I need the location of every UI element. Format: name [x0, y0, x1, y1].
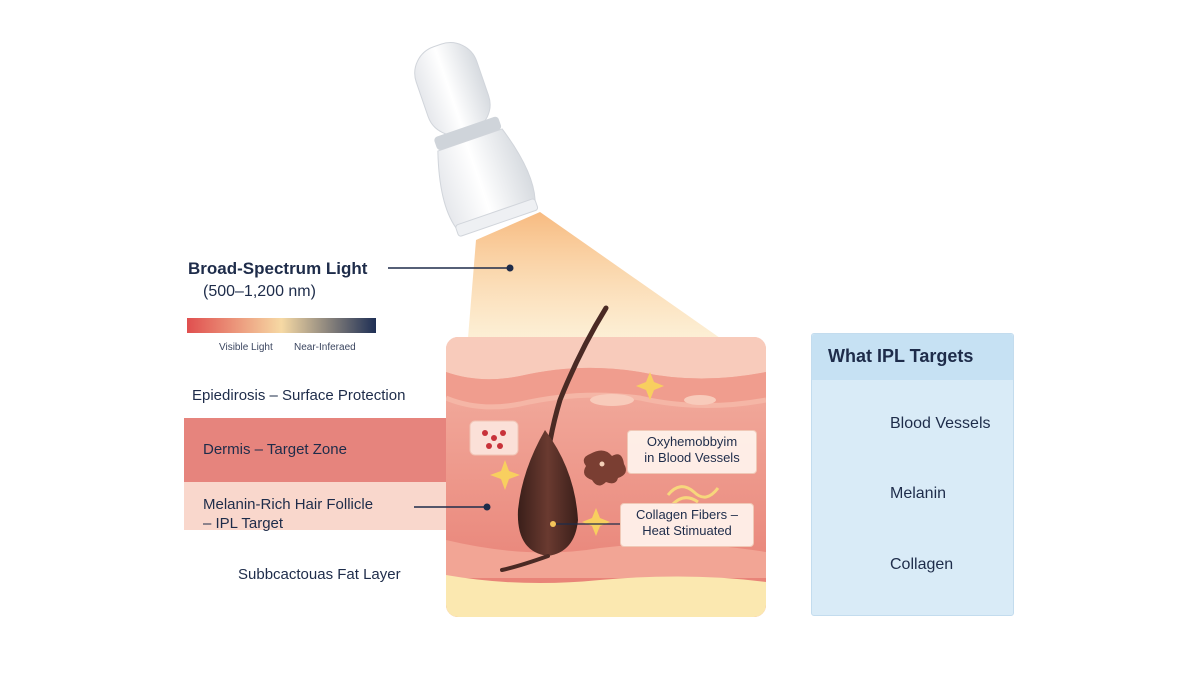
visible-light-label: Visible Light: [219, 342, 273, 353]
melanin-blob: [583, 450, 626, 486]
sparkle-left: [490, 460, 520, 490]
collagen-fibers: [666, 485, 720, 499]
ipl-handpiece: [414, 42, 539, 237]
collagen-line1: Collagen Fibers –: [636, 507, 738, 522]
collagen-callout: Collagen Fibers – Heat Stimuated: [620, 503, 754, 547]
panel-item-collagen: Collagen: [890, 556, 954, 573]
panel-title: What IPL Targets: [828, 346, 974, 366]
collagen-line2: Heat Stimuated: [642, 523, 732, 538]
light-title: Broad-Spectrum Light: [188, 259, 368, 278]
near-infrared-label: Near-Inferaed: [294, 342, 356, 353]
light-range: (500–1,200 nm): [203, 283, 316, 300]
dermis-label: Dermis – Target Zone: [203, 441, 347, 458]
sparkle-epidermis: [636, 372, 664, 400]
panel-item-melanin: Melanin: [890, 485, 947, 502]
dermis-band: [184, 418, 446, 482]
oxy-line2: in Blood Vessels: [644, 450, 740, 465]
light-beam: [468, 212, 720, 338]
follicle-band: [184, 482, 446, 530]
spectrum-bar: [187, 318, 376, 333]
panel-item-blood-vessels: Blood Vessels: [890, 415, 991, 432]
ipl-targets-panel: What IPL Targets Blood Vessels Melanin C…: [811, 333, 1014, 616]
epidermis-label: Epiedirosis – Surface Protection: [192, 387, 406, 404]
sparkle-collagen: [582, 508, 610, 536]
fat-layer-label: Subbcactouas Fat Layer: [238, 566, 401, 583]
oxyhemoglobin-callout: Oxyhemobbyim in Blood Vessels: [627, 430, 757, 474]
follicle-label-line1: Melanin-Rich Hair Follicle: [203, 496, 374, 513]
panel-header: [812, 334, 1013, 380]
oxy-line1: Oxyhemobbyim: [646, 434, 738, 449]
follicle-label-line2: – IPL Target: [203, 515, 284, 532]
